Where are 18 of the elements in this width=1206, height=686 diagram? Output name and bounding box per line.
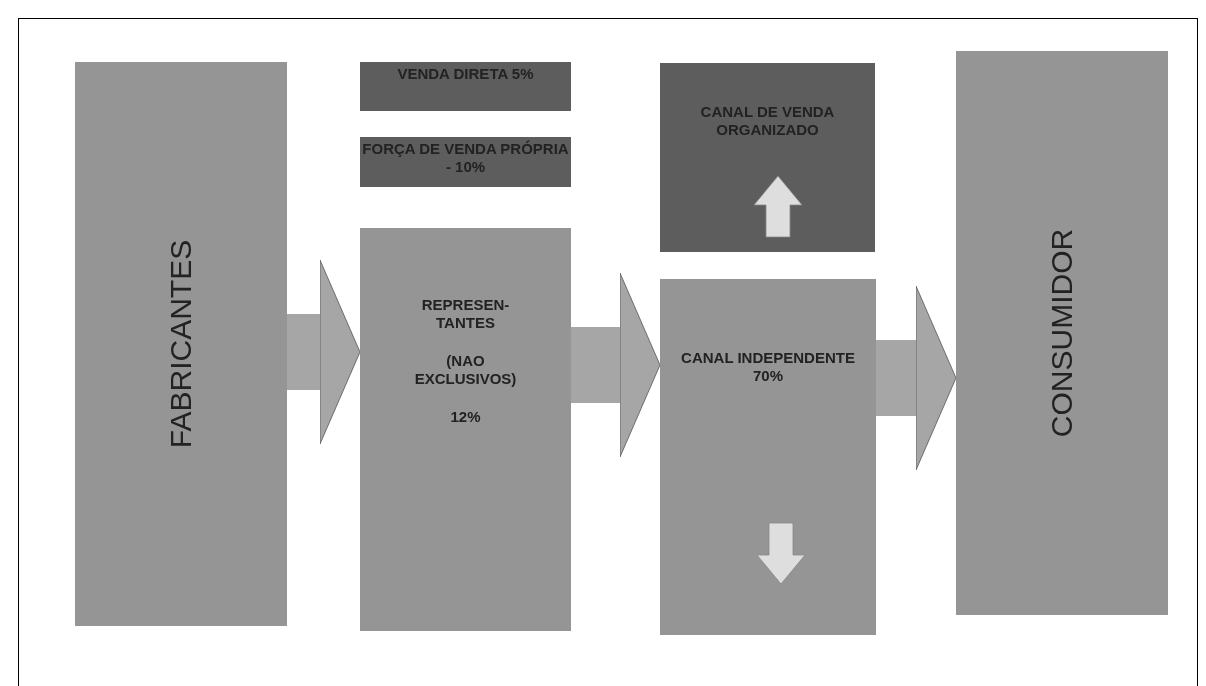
block-arrow: [571, 272, 661, 458]
box-label: FORÇA DE VENDA PRÓPRIA - 10%: [361, 140, 570, 176]
block-arrow: [876, 285, 957, 471]
channel-box: [360, 137, 571, 187]
box-label: 12%: [450, 408, 481, 426]
vertical-label: CONSUMIDOR: [1045, 228, 1079, 438]
vertical-label: FABRICANTES: [164, 239, 198, 449]
channel-box: [360, 228, 571, 631]
manufacturer-box: [75, 62, 287, 626]
consumer-box: [956, 51, 1168, 615]
box-label: REPRESEN- TANTES: [420, 296, 511, 332]
box-label: VENDA DIRETA 5%: [397, 65, 534, 83]
channel-box: [660, 63, 875, 252]
box-label: CANAL DE VENDA ORGANIZADO: [699, 103, 836, 139]
box-label: (NAO EXCLUSIVOS): [413, 352, 518, 388]
box-label: CANAL INDEPENDENTE 70%: [680, 349, 856, 385]
channel-box: [360, 62, 571, 111]
channel-box: [660, 279, 876, 635]
